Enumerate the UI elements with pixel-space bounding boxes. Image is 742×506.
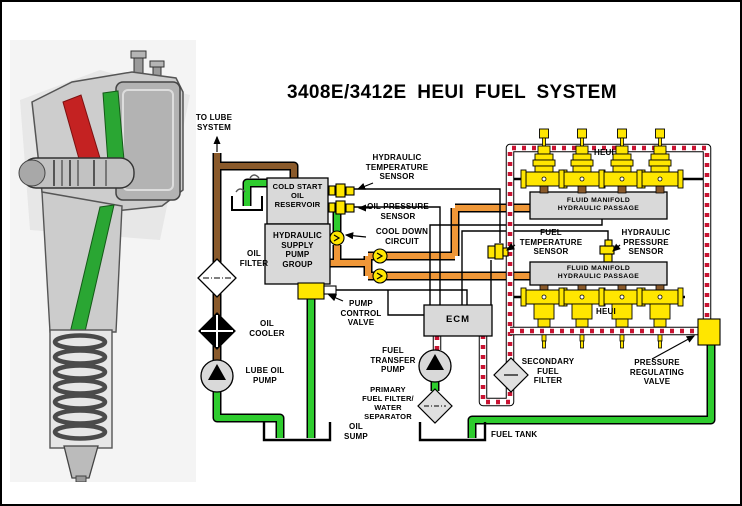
upper-fluid-manifold (529, 191, 668, 220)
heui-injector-cutaway-illustration (10, 40, 196, 482)
hydraulic-pressure-sensor (599, 239, 615, 263)
leader-arrows (213, 135, 696, 360)
injector-spring (52, 333, 108, 441)
hydraulic-supply-pump-group-box (264, 223, 331, 285)
oil-cooler (198, 312, 236, 350)
ecm-box (423, 304, 493, 337)
heui-injectors (520, 128, 684, 349)
lower-fluid-manifold (529, 261, 668, 286)
heui-injector-lower (598, 284, 646, 349)
hydraulic-temperature-sensor (328, 183, 355, 198)
heui-injector-lower (558, 284, 606, 349)
oil-pressure-sensor (328, 200, 355, 215)
lube-oil-pump (200, 359, 234, 393)
oil-sump-symbol (262, 422, 332, 442)
injector-plunger (18, 157, 135, 189)
heui-injector-upper (598, 128, 646, 194)
reservoir-vent-cup (231, 196, 263, 211)
sensor-wiring (336, 188, 609, 316)
pressure-regulating-valve (697, 318, 721, 346)
heui-injector-upper (636, 128, 684, 194)
primary-fuel-filter (417, 388, 453, 424)
heui-injector-lower (636, 284, 684, 349)
fuel-transfer-pump (418, 349, 452, 383)
pump-control-valve (297, 282, 337, 300)
page-title: 3408E/3412E HEUI FUEL SYSTEM (287, 82, 617, 103)
check-valves (329, 230, 388, 284)
fuel-tank-symbol (418, 422, 487, 442)
fuel-temperature-sensor (487, 243, 509, 260)
injector-nozzle (63, 445, 99, 479)
cold-start-oil-reservoir-box (266, 177, 329, 225)
vent-marks (235, 174, 260, 193)
secondary-fuel-filter (493, 357, 529, 393)
heui-injector-upper (558, 128, 606, 194)
oil-filter (197, 258, 237, 298)
